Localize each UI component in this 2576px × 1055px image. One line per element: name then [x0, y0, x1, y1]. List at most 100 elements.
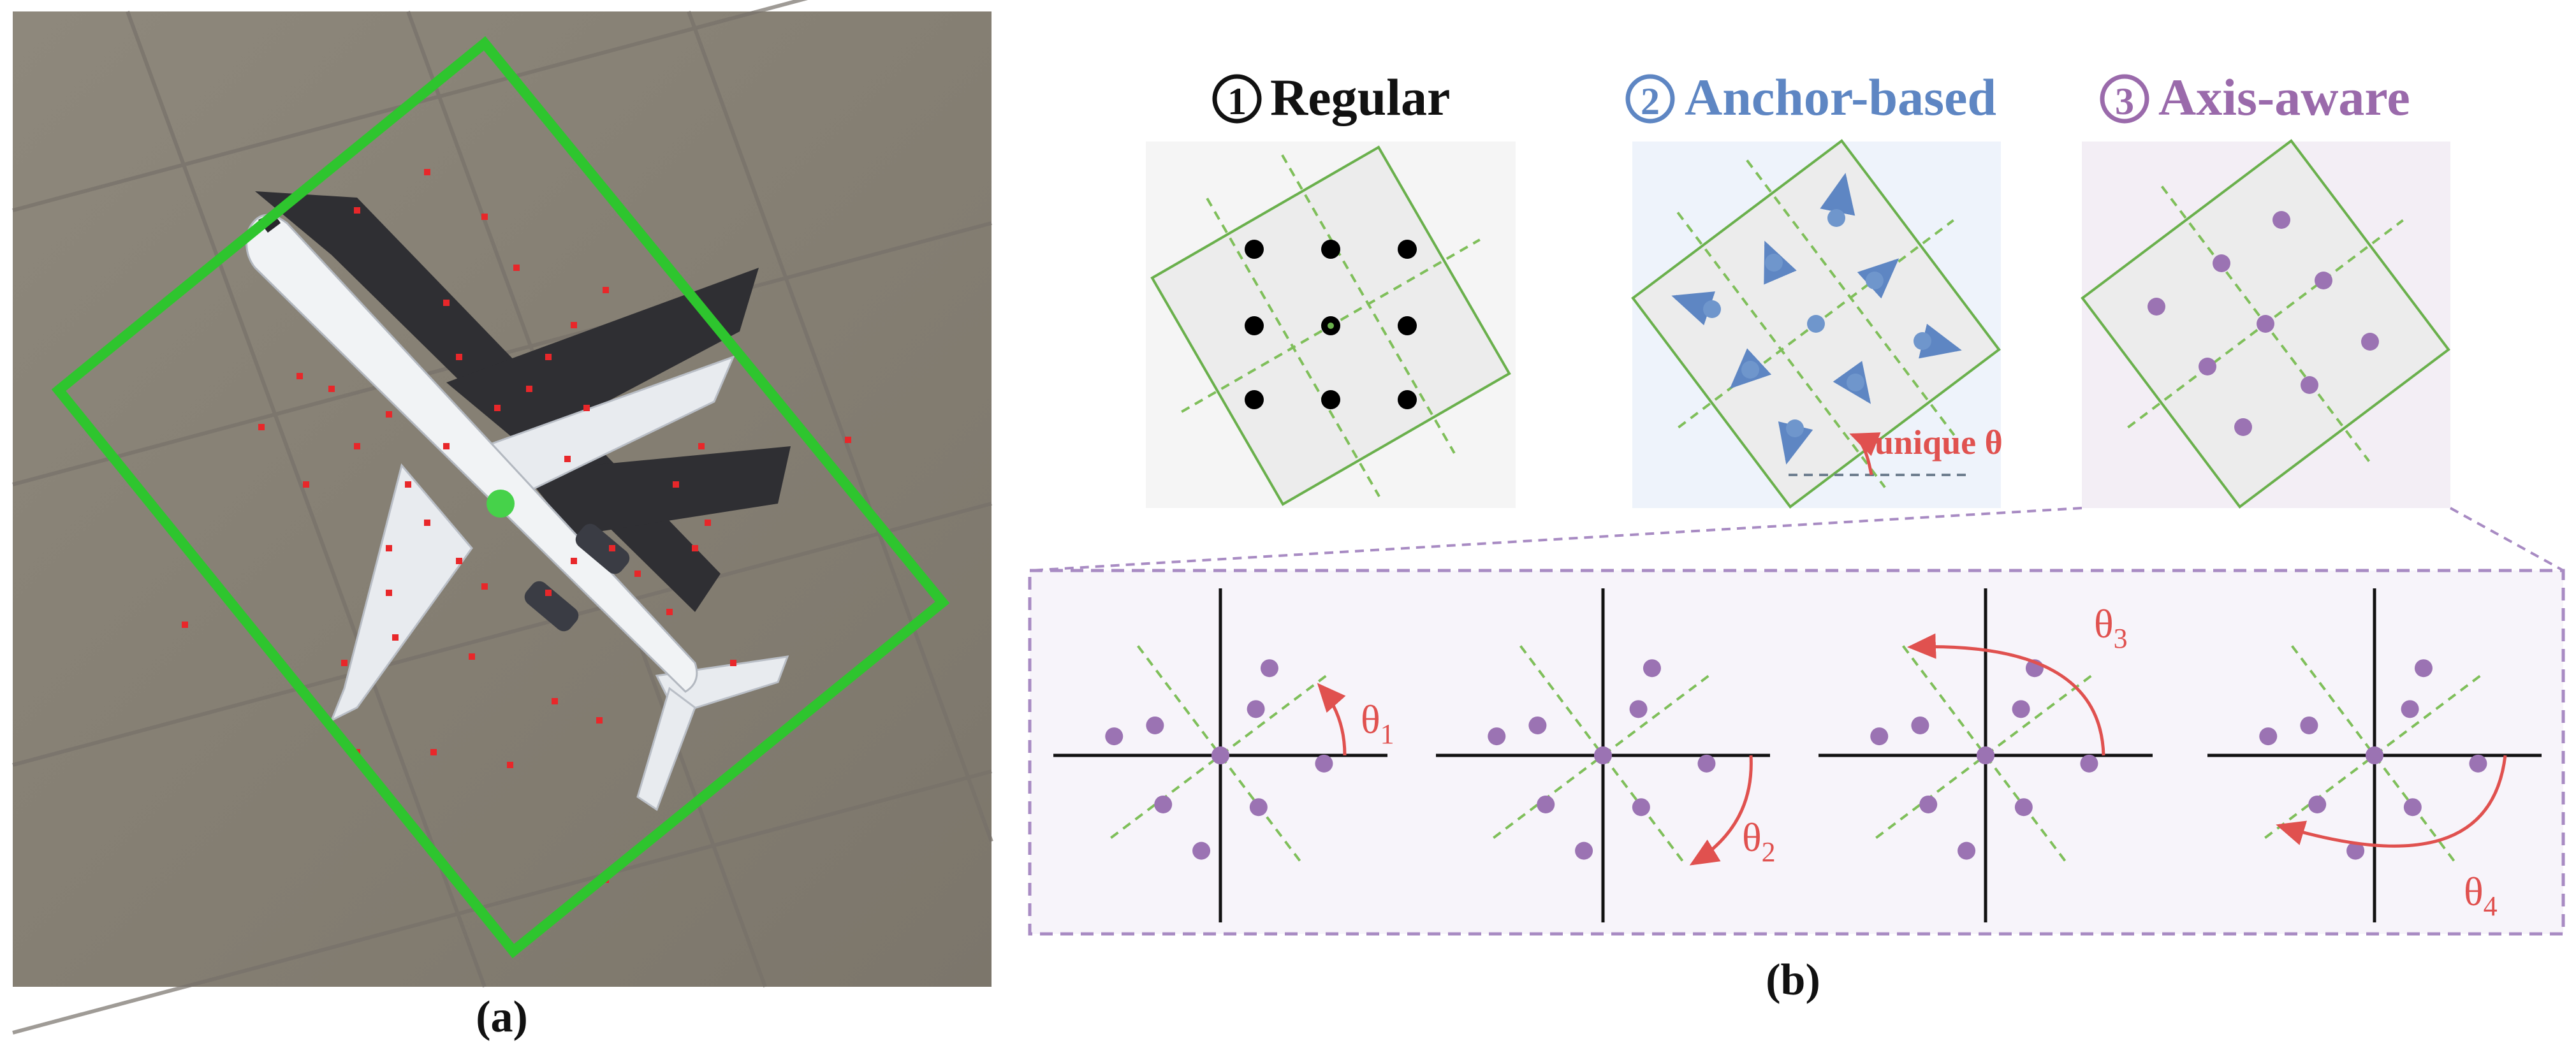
detail-frame	[1028, 569, 2565, 936]
svg-text:1: 1	[1227, 80, 1247, 122]
axis-center-point	[1211, 746, 1229, 764]
caption-a: (a)	[476, 993, 528, 1042]
svg-text:Axis-aware: Axis-aware	[2158, 68, 2410, 126]
axis-point	[2014, 798, 2033, 817]
axis-point	[1919, 795, 1938, 813]
axis-point	[2308, 795, 2327, 813]
axis-point	[1528, 716, 1547, 734]
predicted-point	[386, 545, 392, 551]
airplane-fuselage	[245, 214, 698, 693]
axis-point	[1146, 716, 1164, 734]
angle-arc	[2276, 755, 2507, 848]
svg-text:Regular: Regular	[1270, 68, 1450, 126]
predicted-point	[392, 634, 399, 641]
axis-point	[1249, 798, 1268, 817]
predicted-point	[545, 590, 552, 596]
axis-point	[1958, 841, 1976, 860]
axis-point	[1911, 716, 1929, 734]
axis-aware-points	[2148, 211, 2379, 436]
box-center-point	[487, 490, 515, 518]
predicted-point	[341, 660, 348, 666]
predicted-point	[705, 520, 711, 526]
angle-arc	[1907, 633, 2105, 756]
predicted-point	[456, 558, 462, 564]
predicted-point	[596, 717, 603, 724]
svg-text:Anchor-based: Anchor-based	[1685, 68, 1996, 126]
theta-diagram-1: θ1	[1053, 588, 1394, 922]
airplane	[245, 191, 791, 811]
axis-point	[2414, 659, 2433, 678]
angle-arc	[1317, 683, 1347, 756]
predicted-point	[303, 481, 309, 488]
oriented-bounding-box	[51, 36, 950, 959]
method-title-axis-aware: 3 Axis-aware	[2100, 68, 2410, 126]
axis-point	[1870, 727, 1889, 746]
predicted-point	[328, 386, 335, 392]
predicted-point	[386, 411, 392, 418]
predicted-point	[386, 590, 392, 596]
axis-center-point	[1977, 746, 1994, 764]
predicted-point	[545, 354, 552, 360]
axis-point	[2080, 754, 2098, 773]
caption-b: (b)	[1766, 956, 1820, 1005]
theta-diagrams: θ1 θ2 θ3 θ4	[1053, 588, 2542, 922]
unique-angle-label: unique θ	[1875, 423, 2003, 462]
axis-point	[1537, 795, 1555, 813]
predicted-point	[730, 660, 736, 666]
axis-center-point	[1594, 746, 1612, 764]
axis-point	[1697, 754, 1716, 773]
predicted-point	[698, 443, 705, 449]
theta-diagram-4: θ4	[2207, 588, 2542, 922]
zoom-connector	[1029, 507, 2564, 572]
axis-point	[1192, 841, 1211, 860]
svg-text:3: 3	[2115, 80, 2134, 122]
predicted-point	[430, 749, 437, 755]
svg-text:2: 2	[1641, 80, 1660, 122]
panel-a: (a)	[12, 0, 993, 1042]
predicted-point	[494, 405, 501, 411]
predicted-point	[456, 354, 462, 360]
axis-point	[2346, 841, 2365, 860]
axis-point	[1488, 727, 1506, 746]
predicted-point	[424, 169, 430, 175]
anchor-based-diagram: unique θ	[1631, 139, 2003, 509]
axis-point	[1105, 727, 1123, 746]
predicted-point	[354, 207, 360, 214]
axis-center-point	[2366, 746, 2383, 764]
predicted-point	[692, 545, 698, 551]
predicted-point	[424, 520, 430, 526]
predicted-point	[354, 443, 360, 449]
predicted-point	[845, 437, 851, 443]
unique-angle-arc	[1849, 432, 1881, 476]
anchor-points	[1703, 209, 1931, 437]
angle-arc	[1689, 755, 1753, 866]
panel-b: 1 Regular 2 Anchor-based 3 Axis-aware	[1028, 68, 2565, 1005]
predicted-point	[296, 373, 303, 379]
axis-point	[1643, 659, 1661, 678]
theta-label-2: θ2	[1742, 815, 1776, 868]
predicted-point	[552, 698, 558, 704]
airplane-left-wing	[330, 463, 473, 723]
method-title-anchor-based: 2 Anchor-based	[1625, 68, 1996, 126]
theta-label-4: θ4	[2464, 869, 2498, 922]
predicted-point	[609, 545, 615, 551]
predicted-point	[443, 443, 450, 449]
predicted-point	[603, 287, 609, 293]
axis-point	[2012, 700, 2030, 718]
axis-point	[1154, 795, 1173, 813]
theta-label-3: θ3	[2094, 601, 2128, 654]
theta-diagram-3: θ3	[1819, 588, 2153, 922]
axis-point	[2469, 754, 2487, 773]
predicted-point	[564, 456, 571, 462]
predicted-point	[666, 609, 673, 615]
regular-diagram	[1146, 142, 1516, 508]
axis-point	[1629, 700, 1648, 718]
axis-point	[1247, 700, 1265, 718]
theta-label-1: θ1	[1361, 697, 1394, 750]
theta-diagram-2: θ2	[1436, 588, 1776, 922]
axis-point	[2401, 700, 2419, 718]
predicted-point	[673, 481, 679, 488]
axis-point	[1575, 841, 1593, 860]
predicted-point	[507, 762, 513, 768]
predicted-point	[481, 583, 488, 590]
